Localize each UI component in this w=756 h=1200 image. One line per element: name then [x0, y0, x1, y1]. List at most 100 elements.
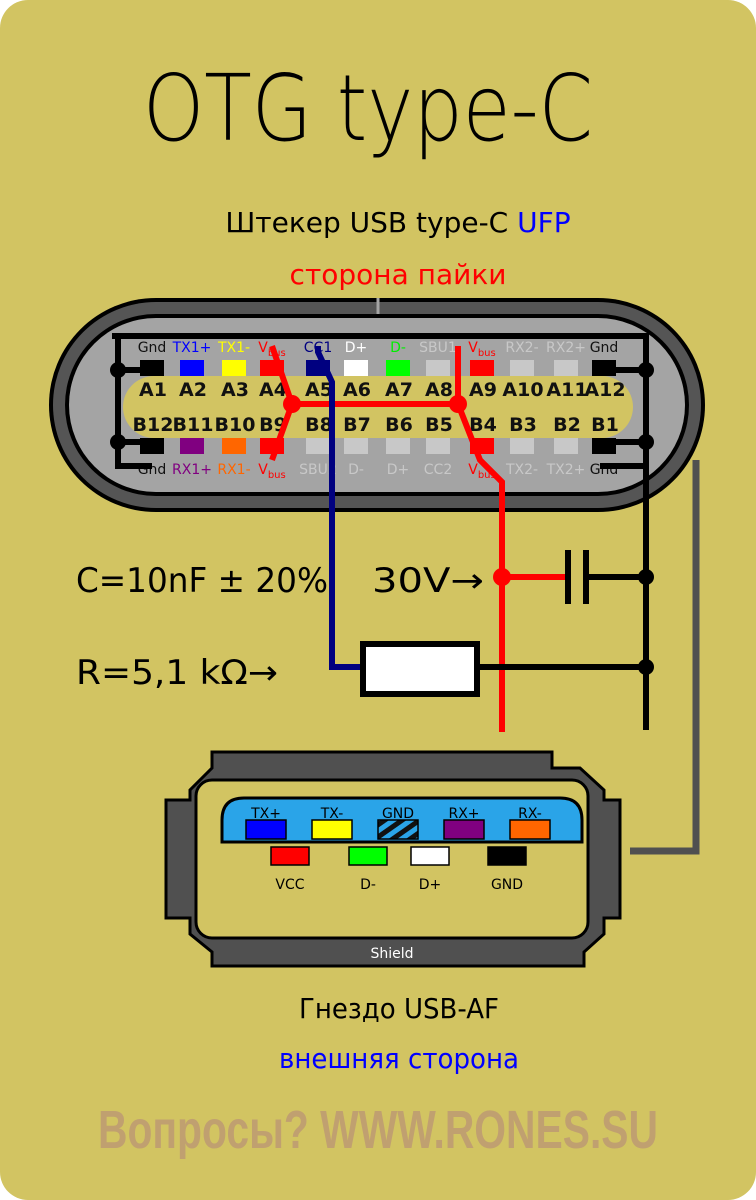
junction-dot — [638, 659, 654, 675]
plug-caption-main: Штекер USB type-C — [225, 206, 508, 239]
socket-pin-label-top: TX- — [320, 806, 344, 822]
socket-pin-bottom — [348, 846, 388, 866]
pin-number-a: A11 — [546, 379, 587, 401]
pin-number-b: B12 — [133, 414, 174, 436]
gnd-wires — [112, 333, 649, 730]
signal-label-b: D- — [348, 462, 364, 478]
signal-label-b: SBU2 — [299, 462, 337, 478]
pin-number-b: B11 — [173, 414, 214, 436]
vbus-junction-dot — [283, 395, 301, 413]
signal-label-a: TX1- — [217, 340, 250, 356]
vbus-junction-dot — [493, 568, 511, 586]
resistor — [360, 641, 654, 697]
pin-number-b: B6 — [385, 414, 413, 436]
usb-af-socket: Shield — [164, 750, 622, 968]
capacitor — [565, 550, 654, 604]
pin-number-a: A3 — [221, 379, 249, 401]
pad-bottom — [222, 438, 246, 454]
pad-bottom — [180, 438, 204, 454]
signal-label-b: RX1+ — [172, 462, 212, 478]
pad-top — [554, 360, 578, 376]
pin-number-a: A10 — [502, 379, 543, 401]
pin-number-a: A6 — [343, 379, 371, 401]
shield-label: Shield — [370, 946, 413, 962]
pad-top — [180, 360, 204, 376]
vbus-junction-dot — [449, 395, 467, 413]
shield-wire — [630, 460, 700, 855]
pad-top — [510, 360, 534, 376]
signal-label-a: TX1+ — [172, 340, 212, 356]
pad-bottom — [554, 438, 578, 454]
signal-label-b: TX2- — [505, 462, 538, 478]
pin-number-b: B10 — [215, 414, 256, 436]
socket-side-caption: внешняя сторона — [279, 1042, 519, 1075]
pin-number-b: B8 — [305, 414, 333, 436]
pin-number-b: B4 — [469, 414, 497, 436]
pin-number-b: B3 — [509, 414, 537, 436]
socket-pin-label-bottom: D+ — [419, 877, 442, 893]
socket-pin-top — [443, 819, 485, 840]
signal-label-a: RX2- — [505, 340, 538, 356]
pin-number-b: B7 — [343, 414, 371, 436]
socket-pin-bottom — [270, 846, 310, 866]
pad-top — [470, 360, 494, 376]
signal-label-b: RX1- — [217, 462, 250, 478]
socket-pin-label-bottom: VCC — [275, 877, 304, 893]
socket-pin-label-bottom: GND — [491, 877, 523, 893]
capacitor-label: C=10nF ± 20% — [76, 561, 328, 601]
signal-label-b: TX2+ — [546, 462, 586, 478]
signal-label-b: D+ — [387, 462, 410, 478]
pad-bottom — [306, 438, 330, 454]
signal-label-a: D- — [390, 340, 406, 356]
socket-pins: TX+ TX- GND RX+ RX- VCC D- D+ GND — [245, 806, 551, 893]
pad-bottom — [386, 438, 410, 454]
resistor-label: R=5,1 kΩ→ — [76, 653, 278, 693]
signal-label-a: Gnd — [590, 340, 619, 356]
pin-number-b: B5 — [425, 414, 453, 436]
socket-pin-top — [509, 819, 551, 840]
plug-caption: Штекер USB type-C UFP — [225, 206, 570, 239]
pin-number-a: A2 — [179, 379, 207, 401]
pin-number-a: A9 — [469, 379, 497, 401]
pad-top — [344, 360, 368, 376]
watermark-link[interactable]: Вопросы? WWW.RONES.SU — [98, 1100, 658, 1160]
page-title: OTG type-C — [143, 55, 593, 162]
pin-number-a: A8 — [425, 379, 453, 401]
signal-label-a: Gnd — [138, 340, 167, 356]
pad-bottom — [426, 438, 450, 454]
pad-top — [222, 360, 246, 376]
socket-pin-label-top: TX+ — [250, 806, 281, 822]
socket-pin-bottom — [410, 846, 450, 866]
cc1-wire — [315, 346, 362, 670]
signal-label-a: RX2+ — [546, 340, 586, 356]
pin-number-b: B1 — [591, 414, 619, 436]
signal-label-b: Vbus — [258, 462, 285, 481]
socket-pin-label-top: RX+ — [448, 806, 479, 822]
plug-caption-accent: UFP — [517, 206, 570, 239]
pin-number-a: A5 — [305, 379, 333, 401]
socket-caption: Гнездо USB-AF — [299, 992, 499, 1025]
socket-pin-label-top: RX- — [518, 806, 542, 822]
socket-pin-label-bottom: D- — [360, 877, 376, 893]
signal-label-b: Vbus — [468, 462, 495, 481]
signal-label-a: Vbus — [468, 340, 495, 359]
pin-number-a: A7 — [385, 379, 413, 401]
socket-pin-label-top: GND — [382, 806, 414, 822]
signal-label-a: SBU1 — [419, 340, 457, 356]
pin-number-a: A4 — [259, 379, 287, 401]
voltage-label: 30V→ — [372, 561, 484, 601]
pad-bottom — [344, 438, 368, 454]
pad-bottom — [510, 438, 534, 454]
signal-label-b: CC2 — [424, 462, 452, 478]
plug-side-caption: сторона пайки — [290, 258, 507, 291]
junction-dot — [638, 569, 654, 585]
pin-number-a: A1 — [139, 379, 167, 401]
signal-label-a: D+ — [345, 340, 368, 356]
socket-pin-top — [245, 819, 287, 840]
pin-number-b: B2 — [553, 414, 581, 436]
socket-pin-top — [377, 819, 419, 840]
socket-pin-top — [311, 819, 353, 840]
pad-top — [426, 360, 450, 376]
